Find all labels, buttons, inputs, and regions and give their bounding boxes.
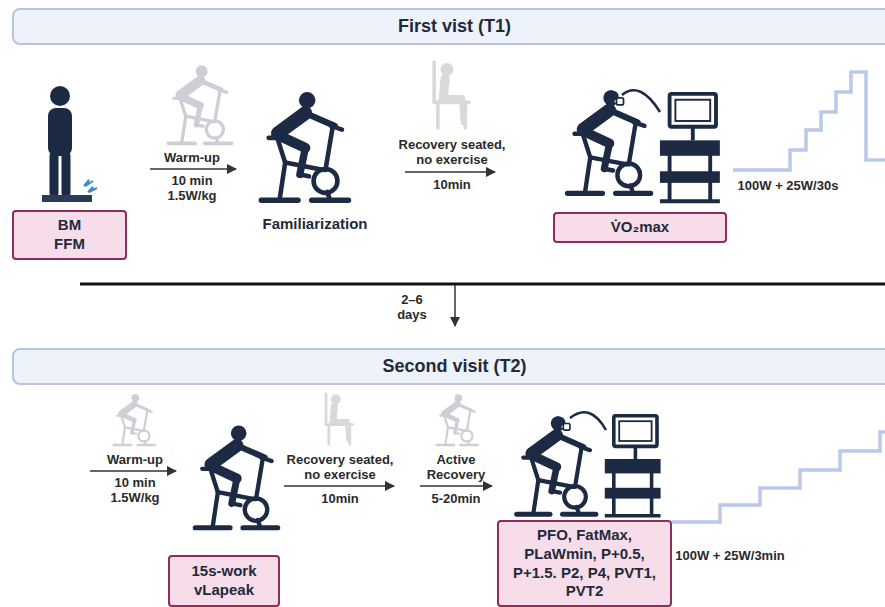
step-protocol [733,72,885,170]
node-text: 15s-work [191,562,256,581]
arrow-label: 100W + 25W/3min [665,548,795,563]
arrow [420,485,492,487]
visit-band: Second visit (T2) [12,348,885,385]
arrow-label: Recovery seated, no exercise [393,137,511,167]
step-protocol [672,432,885,522]
node-text: vLapeak [194,581,254,600]
arrow-label: 10min [402,177,502,192]
bike-with-mask [568,89,651,194]
arrow-label: 5-20min [416,491,496,506]
visit-band: First vist (T1) [12,8,885,45]
arrow [405,171,495,173]
bike [195,426,277,528]
arrow [90,470,176,472]
faded-chair [326,394,353,444]
gas-tube [622,90,660,112]
node-text: Second visit (T2) [382,356,526,377]
arrow [150,168,236,170]
measure-box: BMFFM [12,210,127,260]
arrow-label: 1.5W/kg [142,188,242,203]
arrow-label: 10 min [85,475,185,490]
node-text: BM [58,216,81,235]
gas-tube [570,412,606,430]
arrow-label: Recovery seated, no exercise [283,452,397,482]
arrow-label: 2–6 days [390,292,434,322]
measure-box: PFO, FatMax, PLaWmin, P+0.5, P+1.5. P2, … [497,520,672,607]
node-text: FFM [54,235,85,254]
arrow [454,285,456,326]
divider [80,283,885,286]
arrow-label: 10 min [142,173,242,188]
metabolic-cart [660,94,720,201]
faded-bike [169,65,232,143]
bike-with-mask [517,415,596,515]
arrow-label: Warm-up [85,452,185,467]
arrow-label: 100W + 25W/30s [728,178,848,193]
faded-chair [434,62,469,128]
metabolic-cart [605,416,661,516]
arrow-label: Active Recovery [420,452,492,482]
faded-bike [437,394,478,445]
standing-person [42,86,97,202]
step-label: Familiarization [250,216,380,231]
arrow [284,485,394,487]
arrow-label: Warm-up [142,150,242,165]
node-text: V̇O₂max [611,218,669,237]
bike [261,92,348,200]
measure-box: V̇O₂max [553,212,727,243]
measure-box: 15s-workvLapeak [168,555,280,607]
node-text: First vist (T1) [398,16,511,37]
node-text: PFO, FatMax, PLaWmin, P+0.5, P+1.5. P2, … [505,526,664,601]
arrow-label: 1.5W/kg [85,490,185,505]
faded-bike [114,394,155,445]
arrow-label: 10min [290,491,390,506]
